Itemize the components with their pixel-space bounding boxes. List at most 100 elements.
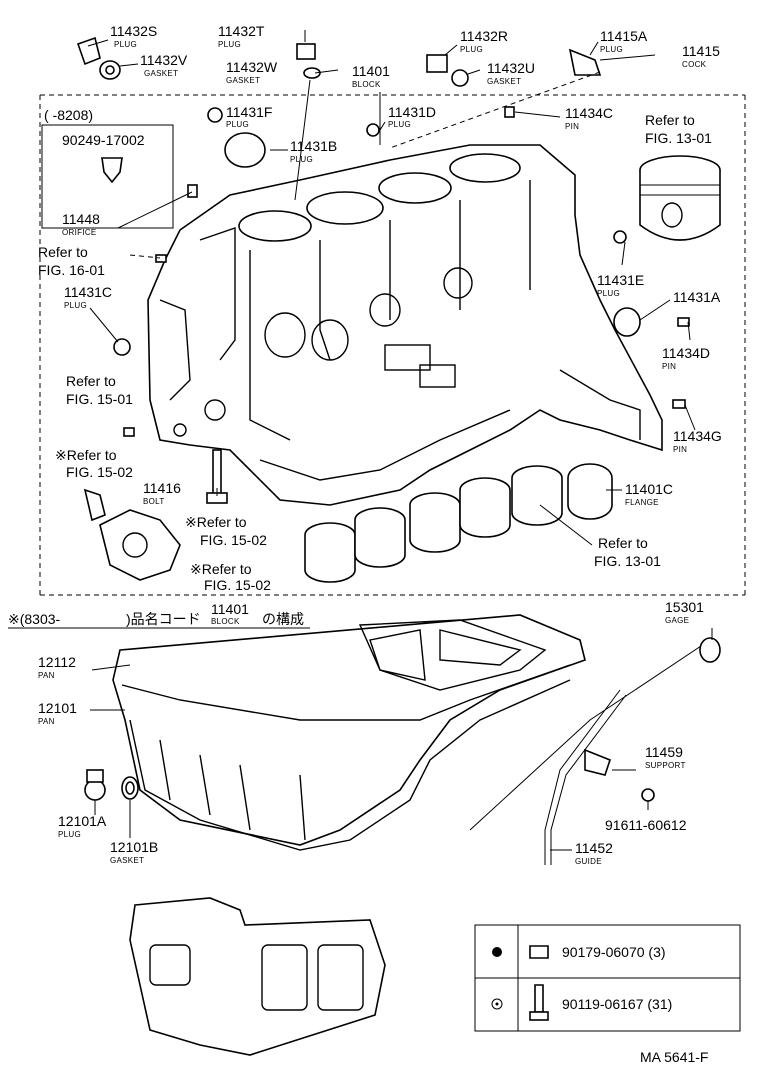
svg-text:Refer to: Refer to <box>66 373 116 389</box>
svg-text:11434C: 11434C <box>565 105 613 121</box>
svg-text:GASKET: GASKET <box>487 77 521 86</box>
nut-icon <box>529 945 549 959</box>
svg-text:PLUG: PLUG <box>388 120 411 129</box>
part-label-91611-60612[interactable]: 91611-60612 <box>605 817 687 833</box>
inset-part-number[interactable]: 90249-17002 <box>62 132 145 148</box>
svg-text:FIG. 16-01: FIG. 16-01 <box>38 262 105 278</box>
svg-text:PLUG: PLUG <box>460 45 483 54</box>
svg-text:PLUG: PLUG <box>58 830 81 839</box>
svg-text:)品名コード: )品名コード <box>126 611 201 627</box>
svg-text:FIG. 13-01: FIG. 13-01 <box>645 130 712 146</box>
svg-text:の構成: の構成 <box>262 611 304 627</box>
svg-text:12101A: 12101A <box>58 813 107 829</box>
svg-text:11432R: 11432R <box>460 28 508 44</box>
svg-text:BOLT: BOLT <box>143 497 165 506</box>
svg-text:FIG. 15-02: FIG. 15-02 <box>204 577 271 593</box>
svg-text:11431E: 11431E <box>597 272 644 288</box>
legend-filled-dot-icon <box>492 947 502 957</box>
legend-table <box>474 924 741 1032</box>
legend-circle-dot-icon <box>491 998 503 1010</box>
legend-part-90179-06070[interactable]: 90179-06070 (3) <box>562 944 666 960</box>
piston-drawing <box>639 155 721 241</box>
svg-text:PIN: PIN <box>662 362 676 371</box>
svg-text:PAN: PAN <box>38 671 55 680</box>
svg-text:11431D: 11431D <box>388 104 436 120</box>
svg-text:PLUG: PLUG <box>226 120 249 129</box>
part-label-11431A[interactable]: 11431A <box>673 289 721 305</box>
svg-text:11415: 11415 <box>682 43 720 59</box>
svg-text:SUPPORT: SUPPORT <box>645 761 686 770</box>
leader-lines <box>87 30 713 851</box>
svg-text:11401: 11401 <box>211 601 249 617</box>
bolt-icon <box>534 984 544 1013</box>
svg-text:11432S: 11432S <box>110 23 157 39</box>
svg-text:11415A: 11415A <box>600 28 648 44</box>
svg-text:11448: 11448 <box>62 211 100 227</box>
inset-range: ( -8208) <box>44 107 93 123</box>
svg-text:11401C: 11401C <box>625 481 673 497</box>
svg-text:PIN: PIN <box>673 445 687 454</box>
svg-text:PIN: PIN <box>565 122 579 131</box>
svg-text:PAN: PAN <box>38 717 55 726</box>
svg-text:11432V: 11432V <box>140 52 188 68</box>
inset-box <box>41 124 174 229</box>
svg-text:11431B: 11431B <box>290 138 337 154</box>
svg-text:FLANGE: FLANGE <box>625 498 659 507</box>
svg-text:※Refer to: ※Refer to <box>190 561 252 577</box>
diagram-code: MA 5641-F <box>640 1049 708 1065</box>
svg-text:15301: 15301 <box>665 599 704 615</box>
svg-text:11431A: 11431A <box>673 289 721 305</box>
svg-text:※Refer to: ※Refer to <box>185 514 247 530</box>
svg-text:11401: 11401 <box>352 63 390 79</box>
svg-text:11432U: 11432U <box>487 60 535 76</box>
svg-text:11459: 11459 <box>645 744 683 760</box>
svg-text:COCK: COCK <box>682 60 707 69</box>
svg-text:12112: 12112 <box>38 654 76 670</box>
svg-text:11431F: 11431F <box>226 104 272 120</box>
svg-text:GUIDE: GUIDE <box>575 857 602 866</box>
svg-text:BLOCK: BLOCK <box>211 617 240 626</box>
svg-text:PLUG: PLUG <box>64 301 87 310</box>
legend-part-90119-06167[interactable]: 90119-06167 (31) <box>562 996 672 1012</box>
svg-text:PLUG: PLUG <box>114 40 137 49</box>
svg-text:FIG. 15-02: FIG. 15-02 <box>66 464 133 480</box>
pan-gasket-drawing <box>129 897 386 1056</box>
svg-text:12101: 12101 <box>38 700 77 716</box>
svg-text:11452: 11452 <box>575 840 613 856</box>
